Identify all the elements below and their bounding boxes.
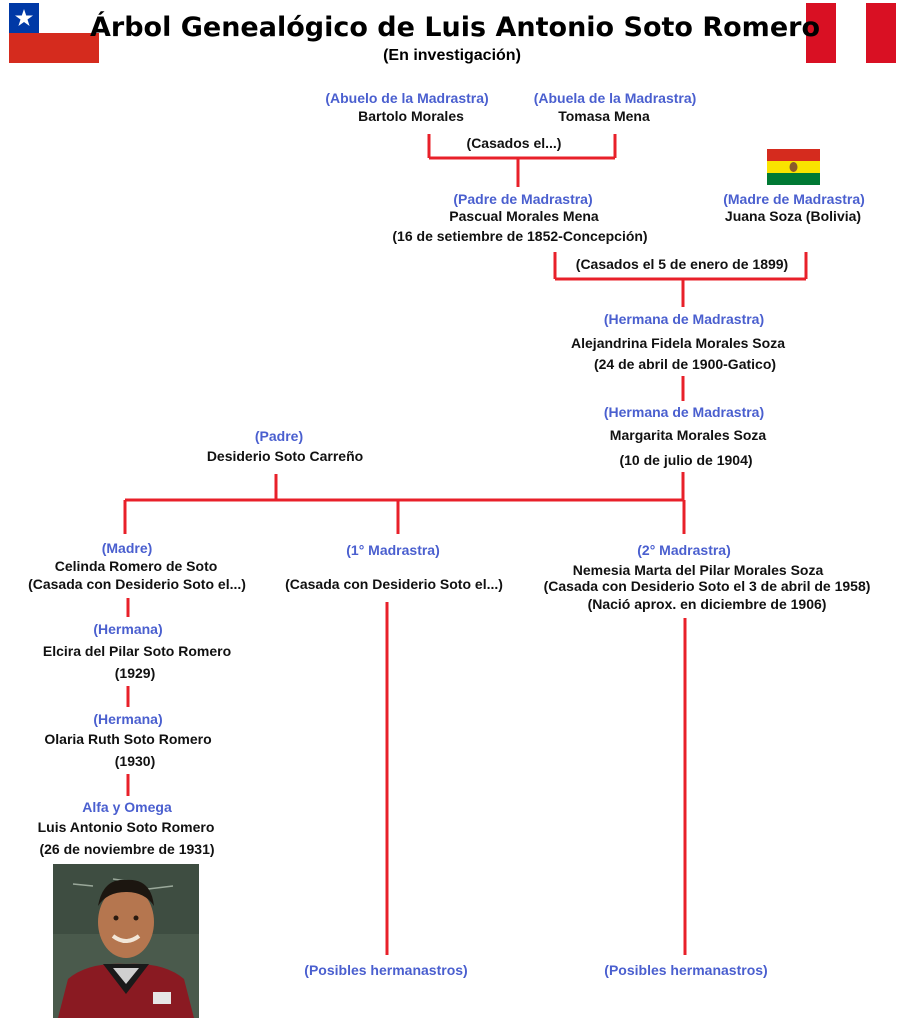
hermana-madrastra-1-detail: (24 de abril de 1900-Gatico) (593, 356, 777, 372)
hermana-2-detail: (1930) (114, 753, 156, 769)
hermana-1-role: (Hermana) (93, 621, 163, 637)
abuelo-role: (Abuelo de la Madrastra) (325, 90, 489, 106)
hermana-1-detail: (1929) (114, 665, 156, 681)
hermana-2-name: Olaria Ruth Soto Romero (44, 731, 212, 747)
hermana-madrastra-1-name: Alejandrina Fidela Morales Soza (571, 335, 785, 351)
madre-detail: (Casada con Desiderio Soto el...) (28, 576, 246, 592)
madrastra-2-detail: (Casada con Desiderio Soto el 3 de abril… (543, 578, 871, 594)
padre-madrastra-name: Pascual Morales Mena (449, 208, 599, 224)
hermana-2-role: (Hermana) (93, 711, 163, 727)
self-detail: (26 de noviembre de 1931) (39, 841, 215, 857)
madre-name: Celinda Romero de Soto (54, 558, 218, 574)
madrastra-1-role: (1° Madrastra) (346, 542, 440, 558)
madre-madrastra-role: (Madre de Madrastra) (723, 191, 865, 207)
hermana-madrastra-2-name: Margarita Morales Soza (609, 427, 767, 443)
abuela-role: (Abuela de la Madrastra) (533, 90, 697, 106)
madre-madrastra-name: Juana Soza (Bolivia) (724, 208, 862, 224)
madrastra-1-detail: (Casada con Desiderio Soto el...) (285, 576, 503, 592)
page-subtitle: (En investigación) (383, 47, 521, 64)
bolivia-flag-icon (767, 149, 820, 185)
hermana-1-name: Elcira del Pilar Soto Romero (42, 643, 232, 659)
hermanastros-2-label: (Posibles hermanastros) (604, 962, 768, 978)
padre-role: (Padre) (254, 428, 304, 444)
hermanastros-1-label: (Posibles hermanastros) (304, 962, 468, 978)
marriage-label-2: (Casados el 5 de enero de 1899) (575, 256, 789, 272)
abuela-name: Tomasa Mena (558, 108, 650, 124)
madrastra-2-name: Nemesia Marta del Pilar Morales Soza (572, 562, 824, 578)
self-name: Luis Antonio Soto Romero (37, 819, 215, 835)
hermana-madrastra-2-role: (Hermana de Madrastra) (603, 404, 765, 420)
madrastra-2-role: (2° Madrastra) (637, 542, 731, 558)
page-title: Árbol Genealógico de Luis Antonio Soto R… (89, 12, 821, 43)
abuelo-name: Bartolo Morales (358, 108, 464, 124)
chile-flag-icon (9, 3, 99, 63)
peru-flag-icon (806, 3, 896, 63)
hermana-madrastra-1-role: (Hermana de Madrastra) (603, 311, 765, 327)
madre-role: (Madre) (101, 540, 153, 556)
padre-name: Desiderio Soto Carreño (206, 448, 364, 464)
marriage-label-1: (Casados el...) (466, 135, 562, 151)
padre-madrastra-detail: (16 de setiembre de 1852-Concepción) (392, 228, 648, 244)
madrastra-2-detail-2: (Nació aprox. en diciembre de 1906) (587, 596, 827, 612)
padre-madrastra-role: (Padre de Madrastra) (453, 191, 593, 207)
portrait-photo (53, 864, 199, 1018)
hermana-madrastra-2-detail: (10 de julio de 1904) (619, 452, 753, 468)
self-role: Alfa y Omega (82, 799, 172, 815)
